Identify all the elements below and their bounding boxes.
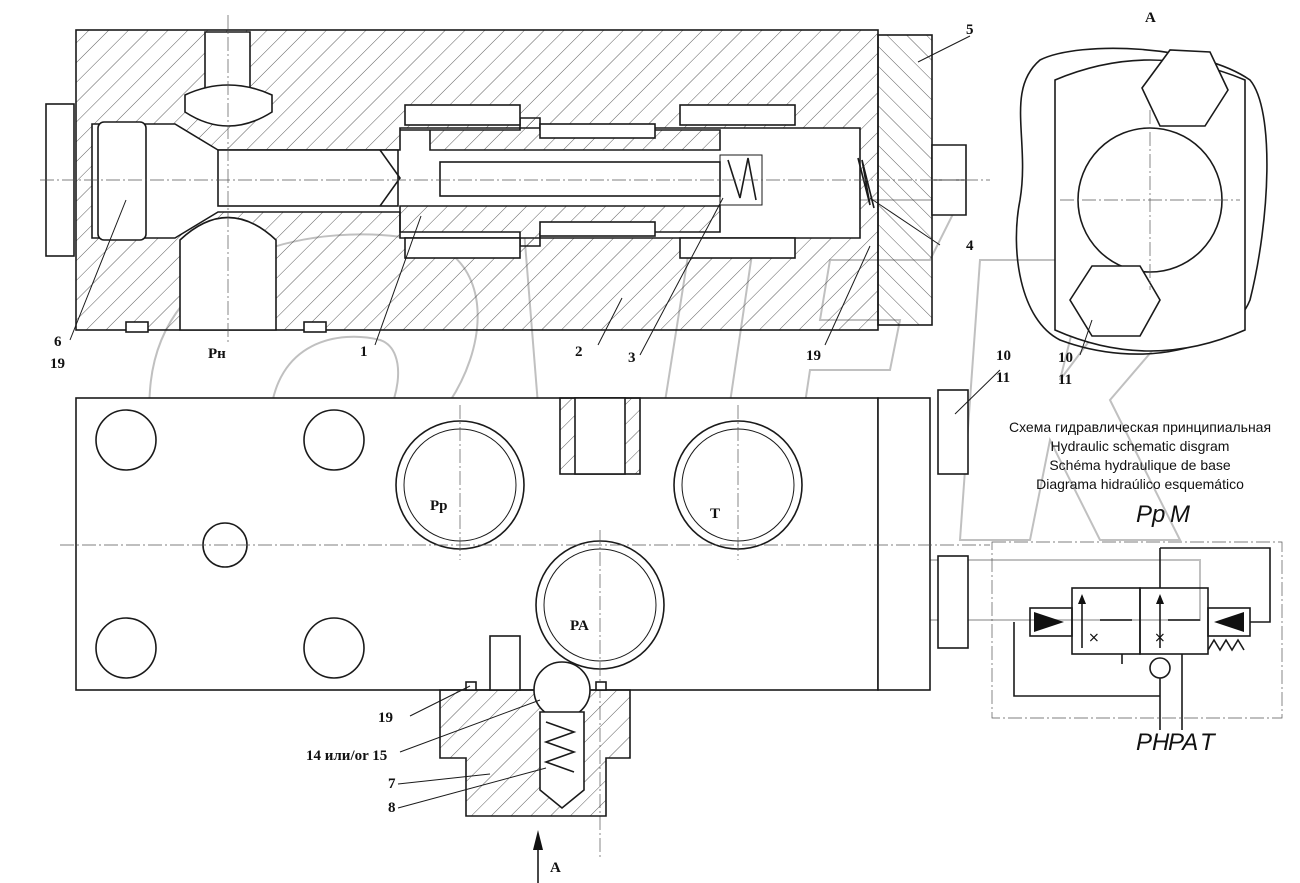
callout-2: 2 bbox=[575, 344, 583, 360]
caption-fr: Schéma hydraulique de base bbox=[1049, 457, 1231, 473]
svg-text:⨯: ⨯ bbox=[1088, 629, 1100, 645]
callout-3: 3 bbox=[628, 350, 636, 366]
callout-4: 4 bbox=[966, 238, 974, 254]
svg-text:⨯: ⨯ bbox=[1154, 629, 1166, 645]
callout-10-top: 10 bbox=[996, 348, 1011, 364]
callout-14-15: 14 или/or 15 bbox=[306, 748, 387, 764]
arrow-view-a-label: A bbox=[550, 860, 561, 876]
schematic-caption: Схема гидравлическая принципиальная Hydr… bbox=[1009, 419, 1271, 756]
schematic-port-pn: PН bbox=[1136, 729, 1170, 756]
callout-5: 5 bbox=[966, 22, 974, 38]
port-t-label: T bbox=[710, 506, 720, 522]
callout-view-a: A bbox=[1145, 10, 1156, 26]
caption-en: Hydraulic schematic disgram bbox=[1051, 438, 1230, 454]
schematic-port-t: T bbox=[1200, 729, 1217, 756]
view-a bbox=[1015, 47, 1268, 356]
callout-labels: 5 A 4 6 19 Pн 1 2 3 19 10 11 10 11 Pр T … bbox=[50, 10, 1156, 876]
port-pa-label: PA bbox=[570, 618, 589, 634]
callout-10-view: 10 bbox=[1058, 350, 1073, 366]
sectional-view bbox=[40, 15, 990, 356]
callout-7: 7 bbox=[388, 776, 396, 792]
plan-view bbox=[60, 369, 1001, 883]
callout-6: 6 bbox=[54, 334, 62, 350]
schematic-port-m: M bbox=[1170, 501, 1190, 528]
callout-11-view: 11 bbox=[1058, 372, 1072, 388]
callout-19-bottom: 19 bbox=[378, 710, 393, 726]
caption-es: Diagrama hidraúlico esquemático bbox=[1036, 476, 1244, 492]
callout-19-right: 19 bbox=[806, 348, 821, 364]
caption-ru: Схема гидравлическая принципиальная bbox=[1009, 419, 1271, 435]
port-pp-label: Pр bbox=[430, 498, 448, 514]
port-pn-label: Pн bbox=[208, 346, 226, 362]
schematic-port-pp: Pр bbox=[1136, 501, 1165, 528]
callout-11-top: 11 bbox=[996, 370, 1010, 386]
callout-19-left: 19 bbox=[50, 356, 65, 372]
callout-1: 1 bbox=[360, 344, 368, 360]
callout-8: 8 bbox=[388, 800, 396, 816]
schematic-port-pa: PA bbox=[1168, 729, 1198, 756]
hydraulic-schematic: ⨯ ⨯ bbox=[991, 541, 1283, 730]
